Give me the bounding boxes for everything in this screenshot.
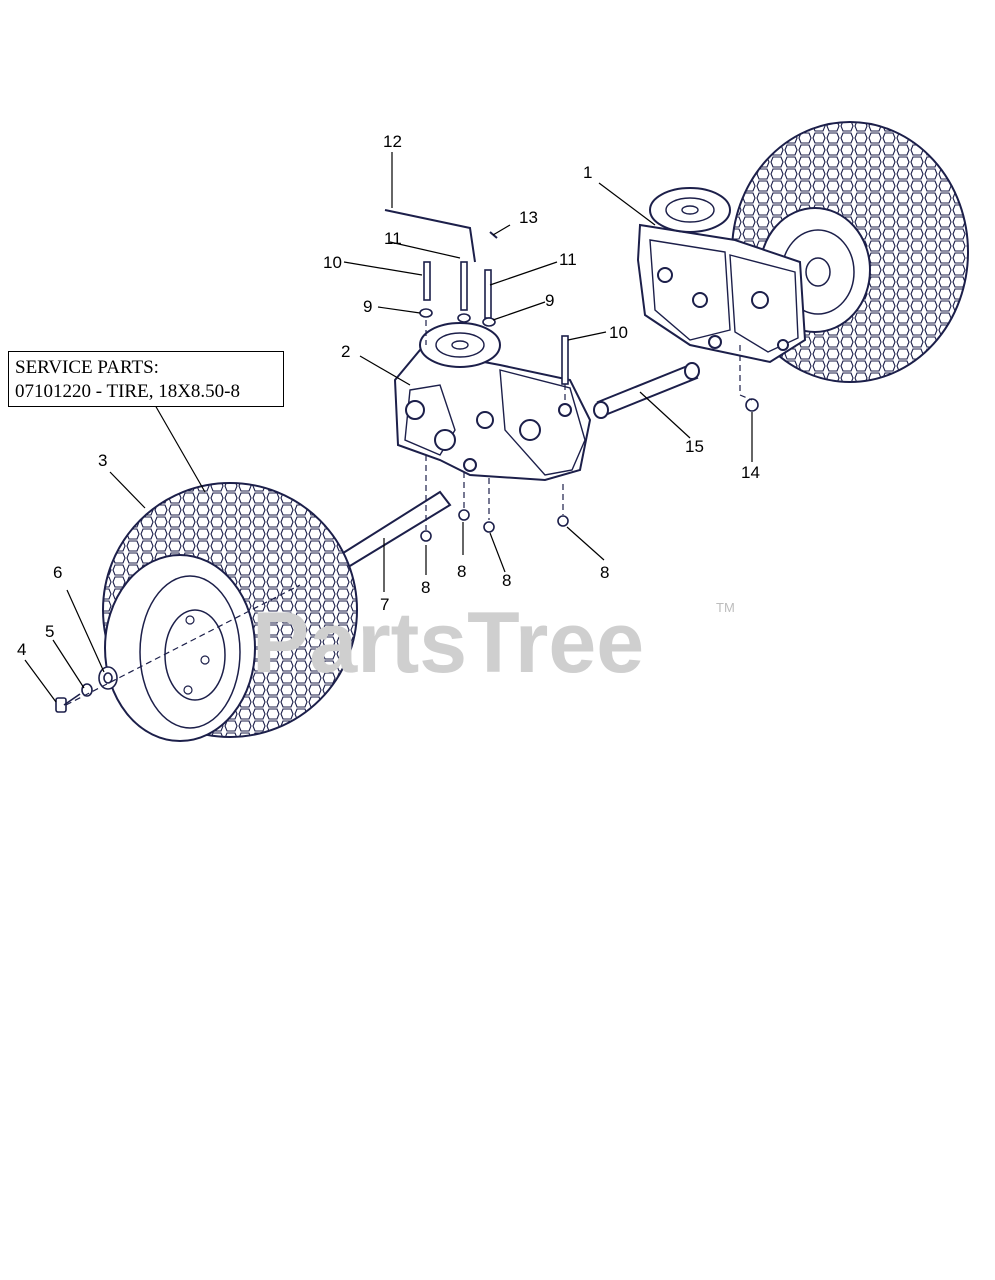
callout-8c: 8 xyxy=(502,571,511,590)
axle-right xyxy=(593,362,700,419)
callout-10a: 10 xyxy=(323,253,342,272)
callout-9a: 9 xyxy=(363,297,372,316)
callout-3: 3 xyxy=(98,451,107,470)
nuts xyxy=(420,398,759,542)
callout-12: 12 xyxy=(383,132,402,151)
callout-8a: 8 xyxy=(421,578,430,597)
callout-7: 7 xyxy=(380,595,389,614)
watermark-text: PartsTree xyxy=(252,595,644,691)
callout-8b: 8 xyxy=(457,562,466,581)
transmission-left xyxy=(393,322,592,482)
callout-11a: 11 xyxy=(384,229,402,248)
callout-6: 6 xyxy=(53,563,62,582)
callout-9b: 9 xyxy=(545,291,554,310)
service-parts-heading: SERVICE PARTS: xyxy=(15,357,159,378)
watermark-tm: TM xyxy=(716,600,735,615)
callout-10b: 10 xyxy=(609,323,628,342)
callout-15: 15 xyxy=(685,437,704,456)
service-parts-line: 07101220 - TIRE, 18X8.50-8 xyxy=(15,381,240,402)
leader-lines xyxy=(24,152,753,703)
callout-2: 2 xyxy=(341,342,350,361)
callout-labels: 1 2 3 4 5 6 7 8 8 8 8 9 9 10 10 11 11 12… xyxy=(17,132,760,659)
callout-5: 5 xyxy=(45,622,54,641)
callout-4: 4 xyxy=(17,640,26,659)
hub-hardware xyxy=(55,666,118,713)
service-parts-box: SERVICE PARTS: 07101220 - TIRE, 18X8.50-… xyxy=(8,351,284,407)
callout-14: 14 xyxy=(741,463,760,482)
transmission-right xyxy=(636,187,807,364)
callout-8d: 8 xyxy=(600,563,609,582)
dashed-lines xyxy=(65,320,753,706)
callout-11b: 11 xyxy=(559,250,577,269)
callout-13: 13 xyxy=(519,208,538,227)
tire-left xyxy=(102,482,358,742)
callout-1: 1 xyxy=(583,163,592,182)
